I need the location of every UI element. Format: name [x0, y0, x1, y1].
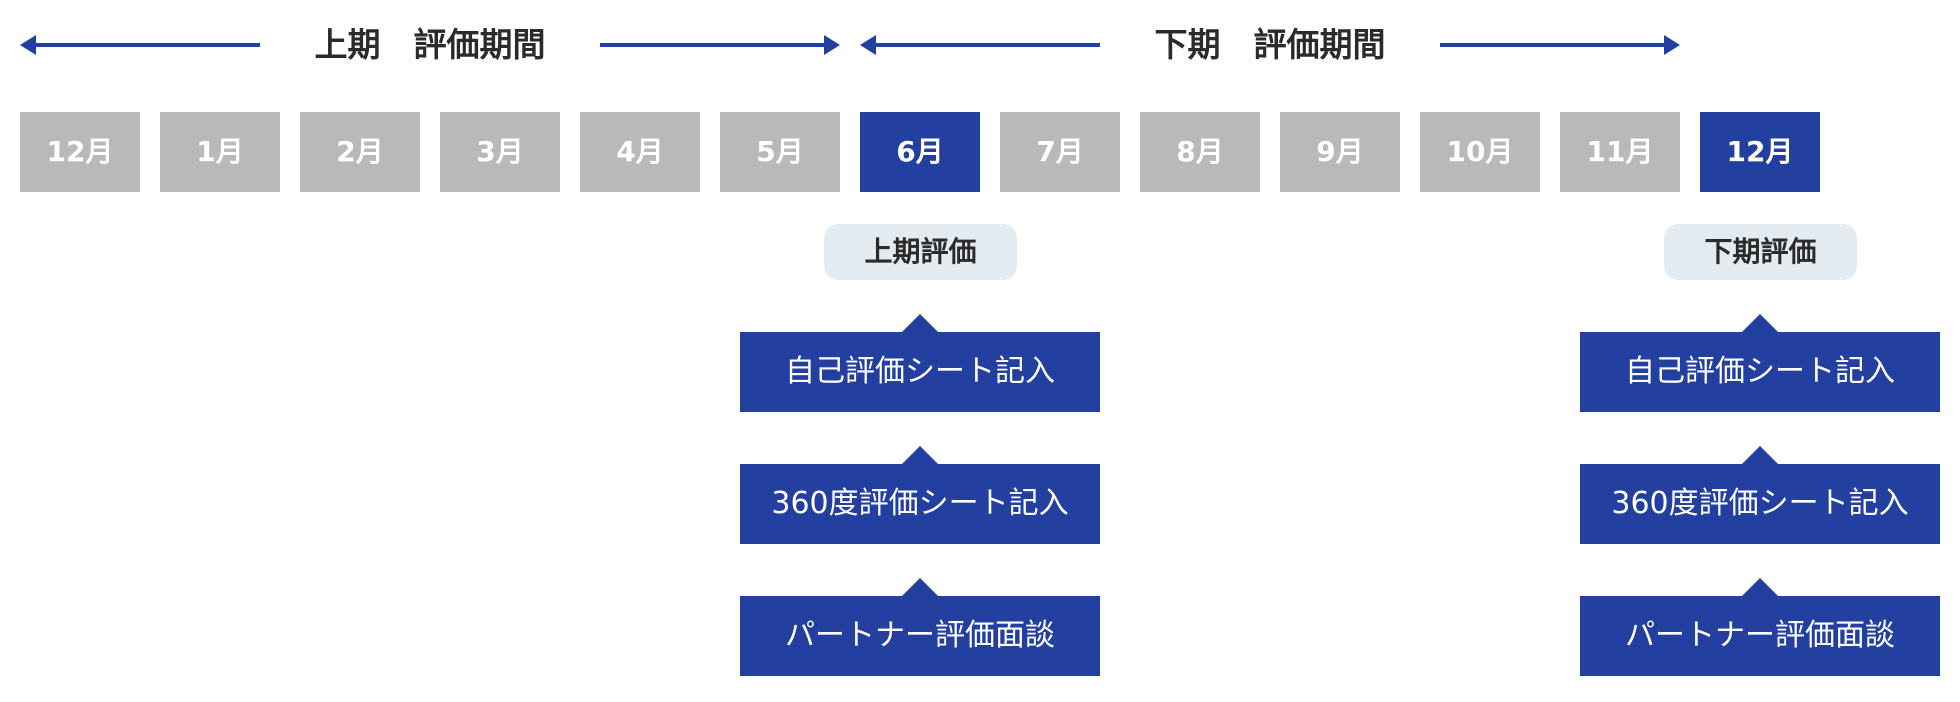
second-period-left-arrow-icon	[860, 35, 876, 55]
month-cell: 12月	[1700, 112, 1820, 192]
month-cell: 1月	[160, 112, 280, 192]
second-partner-interview-step: パートナー評価面談	[1580, 578, 1940, 676]
month-cell: 2月	[300, 112, 420, 192]
month-cell: 6月	[860, 112, 980, 192]
first-period-right-line	[600, 43, 826, 47]
second-period-label: 下期 評価期間	[1154, 25, 1386, 64]
first-360-evaluation-step: 360度評価シート記入	[740, 446, 1100, 544]
second-period-right-arrow-icon	[1664, 35, 1680, 55]
first-self-evaluation-step: 自己評価シート記入	[740, 314, 1100, 412]
first-partner-interview-step: パートナー評価面談	[740, 578, 1100, 676]
month-cell: 12月	[20, 112, 140, 192]
month-cell: 11月	[1560, 112, 1680, 192]
first-period-left-line	[34, 43, 260, 47]
month-cell: 4月	[580, 112, 700, 192]
first-period-right-arrow-icon	[824, 35, 840, 55]
month-cell: 9月	[1280, 112, 1400, 192]
second-360-evaluation-step: 360度評価シート記入	[1580, 446, 1940, 544]
month-cell: 5月	[720, 112, 840, 192]
month-cell: 3月	[440, 112, 560, 192]
first-period-left-arrow-icon	[20, 35, 36, 55]
second-evaluation-badge: 下期評価	[1664, 224, 1857, 280]
month-cell: 7月	[1000, 112, 1120, 192]
month-cell: 10月	[1420, 112, 1540, 192]
second-period-right-line	[1440, 43, 1666, 47]
second-period-left-line	[874, 43, 1100, 47]
second-self-evaluation-step: 自己評価シート記入	[1580, 314, 1940, 412]
first-period-label: 上期 評価期間	[314, 25, 546, 64]
first-evaluation-badge: 上期評価	[824, 224, 1017, 280]
month-cell: 8月	[1140, 112, 1260, 192]
